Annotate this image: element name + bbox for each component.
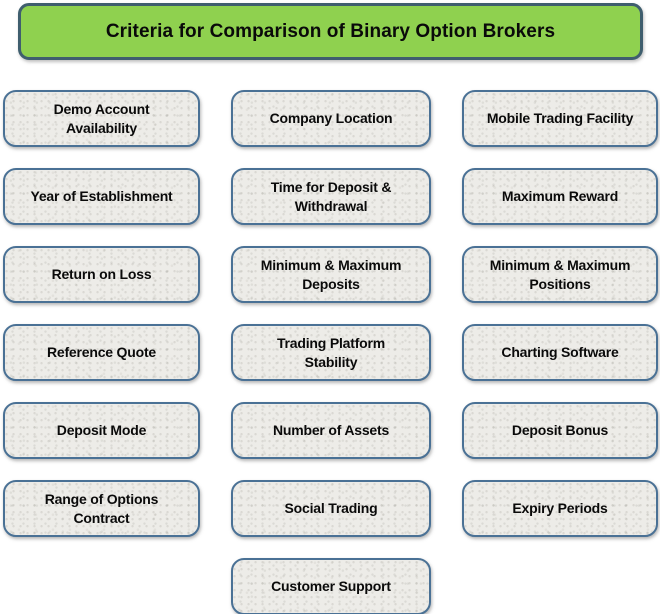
criteria-label: Time for Deposit & Withdrawal [270, 179, 392, 214]
criteria-box-customer-support: Customer Support [231, 558, 431, 614]
criteria-box-charting-software: Charting Software [462, 324, 658, 381]
criteria-box-social-trading: Social Trading [231, 480, 431, 537]
criteria-grid: Demo Account Availability Company Locati… [3, 90, 658, 614]
criteria-box-reference-quote: Reference Quote [3, 324, 200, 381]
criteria-label: Trading Platform Stability [276, 335, 386, 370]
criteria-label: Reference Quote [46, 344, 157, 361]
criteria-label: Minimum & Maximum Positions [489, 257, 631, 292]
criteria-label: Year of Establishment [30, 188, 173, 205]
criteria-box-mobile-trading-facility: Mobile Trading Facility [462, 90, 658, 147]
criteria-box-expiry-periods: Expiry Periods [462, 480, 658, 537]
criteria-label: Customer Support [271, 578, 391, 595]
criteria-label: Minimum & Maximum Deposits [260, 257, 402, 292]
criteria-box-deposit-bonus: Deposit Bonus [462, 402, 658, 459]
criteria-box-deposit-mode: Deposit Mode [3, 402, 200, 459]
criteria-box-trading-platform-stability: Trading Platform Stability [231, 324, 431, 381]
criteria-box-company-location: Company Location [231, 90, 431, 147]
criteria-box-time-for-deposit-withdrawal: Time for Deposit & Withdrawal [231, 168, 431, 225]
criteria-box-minimum-maximum-positions: Minimum & Maximum Positions [462, 246, 658, 303]
criteria-label: Return on Loss [51, 266, 152, 283]
criteria-label: Deposit Bonus [511, 422, 609, 439]
criteria-label: Social Trading [284, 500, 378, 517]
criteria-label: Expiry Periods [512, 500, 608, 517]
criteria-box-return-on-loss: Return on Loss [3, 246, 200, 303]
criteria-label: Range of Options Contract [44, 491, 159, 526]
criteria-box-number-of-assets: Number of Assets [231, 402, 431, 459]
criteria-box-demo-account-availability: Demo Account Availability [3, 90, 200, 147]
criteria-label: Number of Assets [272, 422, 390, 439]
criteria-label: Charting Software [501, 344, 619, 361]
criteria-box-maximum-reward: Maximum Reward [462, 168, 658, 225]
criteria-box-year-of-establishment: Year of Establishment [3, 168, 200, 225]
diagram-title: Criteria for Comparison of Binary Option… [105, 20, 556, 42]
criteria-label: Demo Account Availability [53, 101, 150, 136]
criteria-label: Maximum Reward [501, 188, 619, 205]
criteria-label: Mobile Trading Facility [486, 110, 634, 127]
criteria-label: Company Location [269, 110, 393, 127]
criteria-label: Deposit Mode [56, 422, 147, 439]
criteria-box-range-of-options-contract: Range of Options Contract [3, 480, 200, 537]
criteria-box-minimum-maximum-deposits: Minimum & Maximum Deposits [231, 246, 431, 303]
title-box: Criteria for Comparison of Binary Option… [18, 3, 643, 60]
